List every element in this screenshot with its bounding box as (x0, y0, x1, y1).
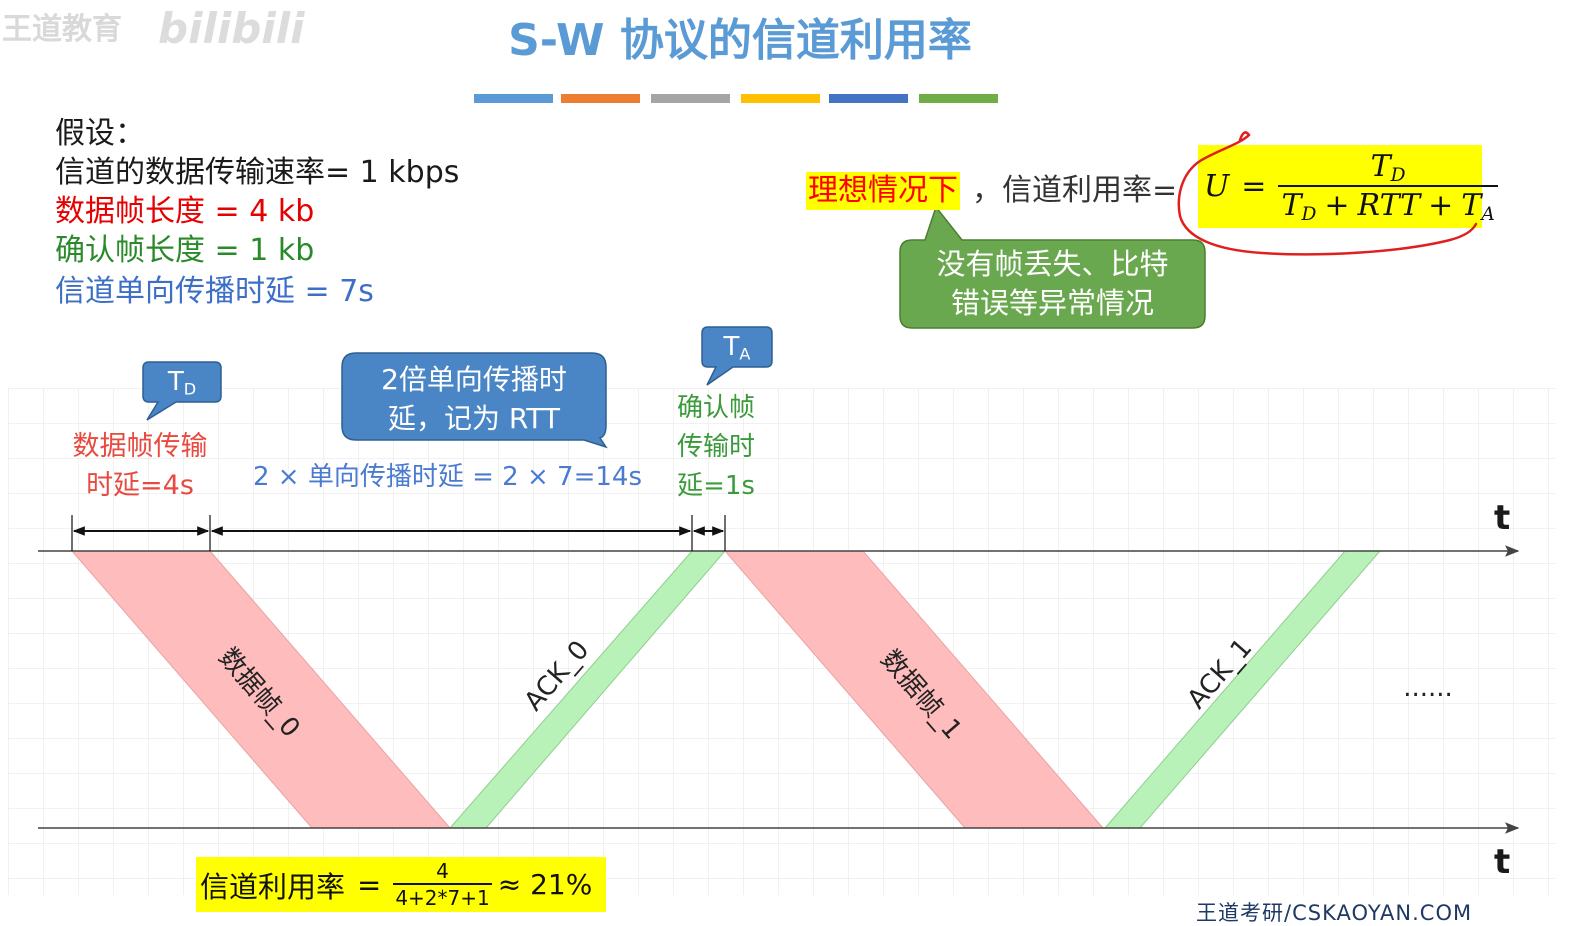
color-bar-3 (651, 94, 730, 103)
formula-equals: = (1241, 169, 1267, 204)
footer-site: 王道考研/CSKAOYAN.COM (1196, 901, 1473, 925)
result-equals: = (357, 867, 382, 902)
numerator-sub: D (1390, 164, 1406, 186)
den-rtt: RTT (1357, 187, 1421, 223)
utilization-formula: U = TD TD+RTT+TA (1198, 145, 1498, 228)
ideal-note-line-1: 没有帧丢失、比特 (936, 247, 1169, 281)
watermark-site: bilibili (158, 4, 305, 53)
formula-denominator: TD+RTT+TA (1278, 187, 1497, 225)
ta-symbol: TA (724, 332, 751, 362)
rtt-callout-line-1: 2倍单向传播时 (381, 363, 567, 396)
result-fraction-bar (393, 882, 492, 885)
formula-fraction: TD TD+RTT+TA (1278, 149, 1498, 225)
den-plus-2: + (1428, 187, 1454, 223)
ta-label-line-2: 传输时 (676, 432, 755, 462)
den-td-base: T (1281, 187, 1302, 223)
watermark-brand: 王道教育 (2, 12, 122, 47)
color-bar-2 (561, 94, 640, 103)
formula-numerator: TD (1367, 149, 1410, 185)
ta-callout-sub: A (739, 344, 751, 364)
rtt-callout-bubble (341, 352, 608, 449)
rtt-label: 2 × 单向传播时延 = 2 × 7=14s (253, 462, 642, 492)
ta-label: 确认帧 传输时 延=1s (666, 389, 766, 506)
td-callout-text: TD (143, 362, 221, 402)
numerator-base: T (1370, 148, 1391, 184)
assumption-ack-frame-length: 确认帧长度 = 1 kb (55, 233, 315, 268)
assumption-data-frame-length: 数据帧长度 = 4 kb (55, 194, 315, 229)
color-bar-5 (829, 94, 908, 103)
color-bar-4 (741, 94, 820, 103)
ta-callout-text: TA (702, 327, 772, 367)
result-label: 信道利用率 (200, 869, 346, 904)
ta-callout-base: T (723, 332, 740, 362)
rtt-callout-line-2: 延，记为 RTT (387, 402, 561, 435)
den-plus-1: + (1324, 187, 1350, 223)
td-callout-base: T (167, 367, 184, 397)
result-numerator: 4 (436, 858, 449, 883)
ideal-condition-highlight: 理想情况下 (806, 172, 960, 210)
result-denominator: 4+2*7+1 (395, 885, 490, 910)
sender-axis-label: t (1494, 498, 1511, 538)
td-label-line-1: 数据帧传输 (72, 431, 208, 462)
receiver-axis-label: t (1494, 842, 1511, 882)
assumption-propagation-delay: 信道单向传播时延 = 7s (55, 274, 374, 309)
ideal-utilization-text: ，信道利用率= (972, 173, 1178, 208)
slide-title: S-W 协议的信道利用率 (508, 15, 972, 66)
ideal-note-line-2: 错误等异常情况 (950, 286, 1154, 320)
assumptions-heading: 假设： (55, 116, 145, 151)
formula-lhs: U (1204, 169, 1230, 204)
td-callout-sub: D (183, 379, 197, 399)
ideal-note-text: 没有帧丢失、比特 错误等异常情况 (900, 245, 1205, 323)
result-approx: ≈ 21% (497, 868, 593, 901)
den-ta-base: T (1461, 187, 1482, 223)
assumption-rate: 信道的数据传输速率= 1 kbps (55, 155, 460, 190)
td-symbol: TD (168, 367, 196, 397)
td-callout-bubble (142, 361, 222, 421)
den-ta-sub: A (1481, 203, 1495, 225)
ta-callout-bubble (701, 326, 773, 386)
den-td-sub: D (1301, 203, 1317, 225)
color-bar-6 (919, 94, 998, 103)
ta-label-line-1: 确认帧 (676, 393, 755, 423)
ta-label-line-3: 延=1s (677, 471, 755, 501)
color-bar-1 (474, 94, 553, 103)
td-label-line-2: 时延=4s (86, 470, 194, 501)
result-fraction: 4 4+2*7+1 (393, 858, 492, 911)
rtt-callout-text: 2倍单向传播时 延，记为 RTT (342, 360, 606, 438)
td-label: 数据帧传输 时延=4s (60, 427, 220, 505)
continuation-dots: ...... (1403, 673, 1453, 703)
utilization-result: 信道利用率 = 4 4+2*7+1 ≈ 21% (196, 857, 606, 912)
